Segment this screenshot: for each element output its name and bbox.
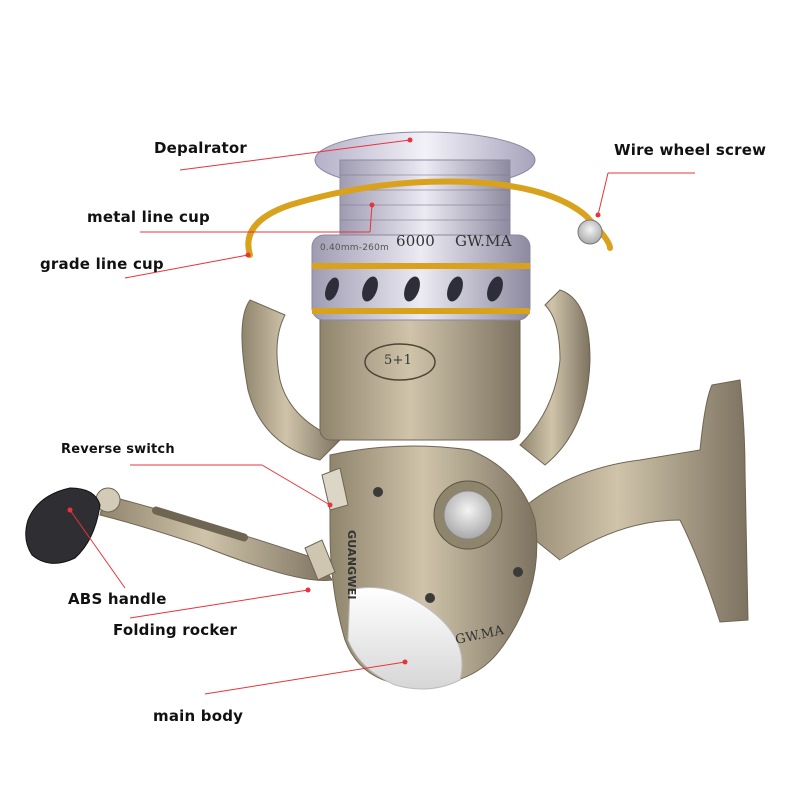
abs-handle-knob xyxy=(25,487,101,564)
leader-grade-line-cup xyxy=(124,254,249,279)
reverse-switch-lever xyxy=(321,467,349,511)
label-grade-line-cup: grade line cup xyxy=(40,255,164,273)
marking-brand: GW.MA xyxy=(455,232,512,250)
bearing-badge xyxy=(364,343,436,381)
leader-dot-abs xyxy=(67,507,73,513)
leader-dot-reverse xyxy=(327,502,333,508)
leader-dot-metal-cup xyxy=(369,202,375,208)
rotor-arm-left xyxy=(241,299,341,461)
marking-size: 6000 xyxy=(396,232,435,250)
gold-ring-top xyxy=(312,263,530,269)
leader-depalrator xyxy=(179,139,411,171)
label-reverse-switch: Reverse switch xyxy=(61,442,175,457)
gold-ring-bottom xyxy=(312,308,530,314)
screw-3 xyxy=(513,567,523,577)
folding-rocker-joint xyxy=(304,539,336,581)
label-wire-wheel-screw: Wire wheel screw xyxy=(614,141,767,159)
leader-folding-rocker xyxy=(129,589,309,619)
spool-line xyxy=(339,159,511,241)
label-abs-handle: ABS handle xyxy=(68,590,167,608)
leader-abs-handle xyxy=(69,509,126,589)
screw-2 xyxy=(425,593,435,603)
label-folding-rocker: Folding rocker xyxy=(113,621,238,639)
marking-capacity: 0.40mm-260m xyxy=(320,243,389,253)
leader-metal-line-cup-tip xyxy=(369,204,373,233)
line-roller xyxy=(577,219,603,245)
spool-skirt-holes xyxy=(325,276,503,302)
reel-foot-slot xyxy=(560,530,660,600)
leader-dot-depalrator xyxy=(407,137,413,143)
leader-dot-wire-wheel xyxy=(595,212,601,218)
bail-wire xyxy=(245,178,613,258)
rotor-arm-right xyxy=(519,289,591,466)
label-depalrator: Depalrator xyxy=(154,139,248,157)
marking-bearings: 5+1 xyxy=(384,353,413,368)
marking-side-brand: GUANGWEI xyxy=(345,530,358,600)
leader-main-body xyxy=(204,661,406,695)
side-cap xyxy=(443,490,493,540)
leader-reverse-switch-tip xyxy=(261,464,331,506)
screw-1 xyxy=(373,487,383,497)
leader-dot-main-body xyxy=(402,659,408,665)
label-metal-line-cup: metal line cup xyxy=(87,208,210,226)
label-main-body: main body xyxy=(153,707,244,725)
handle-arm-slot xyxy=(152,506,248,542)
reel-foot xyxy=(509,379,749,623)
leader-wire-wheel-screw-tip xyxy=(597,172,609,216)
white-nose-cap xyxy=(347,587,463,690)
leader-dot-grade-cup xyxy=(245,252,251,258)
leader-dot-folding xyxy=(305,587,311,593)
